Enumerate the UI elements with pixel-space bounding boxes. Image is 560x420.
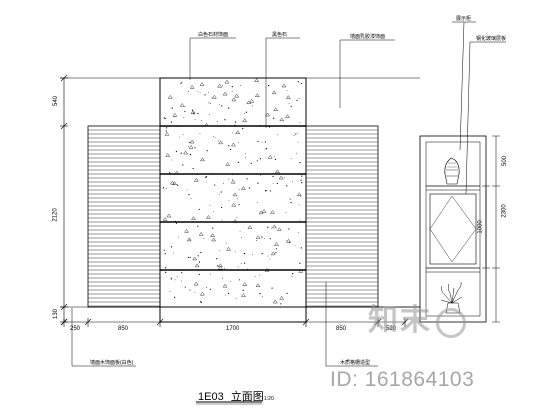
left-dimension-chain (60, 74, 68, 326)
dim-cabinet-2300: 2300 (501, 204, 508, 218)
dim-left-2120: 2120 (52, 208, 59, 222)
callout-top-2: 黑色石 (272, 32, 288, 38)
callout-cabinet-1: 展示柜 (456, 16, 472, 22)
dim-cabinet-500: 500 (502, 155, 509, 167)
drawing-scale: 1:20 (264, 396, 274, 402)
top-extension-line (60, 77, 420, 308)
dim-bottom-520: 520 (386, 326, 397, 332)
dim-left-130: 130 (53, 308, 60, 320)
callout-top-3: 墙面乳胶漆饰面 (350, 34, 386, 40)
watermark-logo-icon (436, 308, 466, 338)
callout-top-1: 白色石材饰面 (198, 32, 229, 38)
center-stone-panel (159, 77, 307, 323)
cabinet-dimension-chain (482, 135, 500, 323)
leader-lines (71, 21, 506, 367)
dim-cabinet-1000: 1000 (477, 220, 484, 234)
callout-bottom-right: 木质格栅造型 (340, 360, 371, 366)
dim-bottom-850-right: 850 (336, 326, 347, 332)
drawing-code: 1E03 (198, 391, 224, 403)
left-slatted-panel (87, 125, 161, 308)
watermark-id: ID: 161864103 (330, 368, 475, 391)
dim-bottom-250: 250 (70, 326, 81, 332)
dim-bottom-850-left: 850 (118, 326, 129, 332)
dim-bottom-1700: 1700 (226, 326, 240, 332)
drawing-title: 1E03 立面图 (198, 388, 264, 404)
vase-icon (444, 157, 460, 185)
watermark-logo: 知末 (368, 303, 432, 338)
callout-cabinet-2: 钢化玻璃层板 (476, 36, 507, 42)
title-underline (196, 401, 262, 405)
callout-bottom-left: 墙面木饰面板(白色) (90, 360, 134, 366)
drawing-name: 立面图 (230, 391, 264, 403)
dim-left-540: 540 (53, 95, 60, 107)
right-slatted-panel (305, 125, 379, 308)
